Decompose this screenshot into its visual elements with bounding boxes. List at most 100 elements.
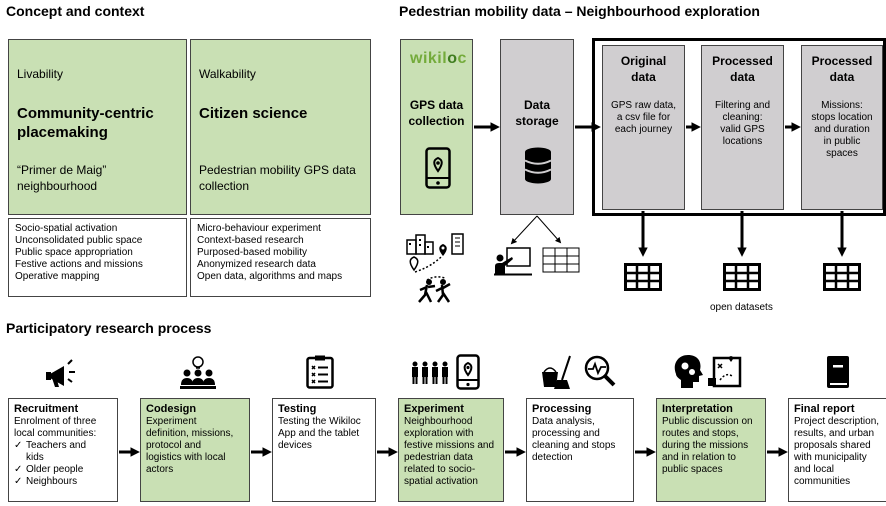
step-experiment: Experiment Neighbourhood exploration wit… [398,398,504,502]
step-line: logistics with local [146,452,226,463]
list-item: Unconsolidated public space [15,235,143,246]
list-item: Anonymized research data [197,259,316,270]
bullet-text: Teachers and [26,440,87,451]
walkability-desc-line2: collection [199,179,250,193]
livability-list: Socio-spatial activation Unconsolidated … [8,218,187,297]
step-line: and local [794,464,835,475]
step-line: detection [532,452,573,463]
gps-collection-box: wikiloc GPS data collection [400,39,473,215]
desc-line: locations [722,136,763,147]
checklist-icon [306,355,334,389]
step-line: App and the tablet [278,428,360,439]
bullet-text: Older people [26,464,84,475]
desc-line: GPS raw data, [610,100,677,111]
process-heading: Participatory research process [6,320,212,336]
processed-data-box-1: Processed data Filtering and cleaning: v… [701,45,784,210]
step-bullet-item: ✓Teachers and [14,440,112,452]
step-codesign: Codesign Experiment definition, missions… [140,398,250,502]
smartphone-gps-icon [425,147,451,189]
step-line: devices [278,440,312,451]
step-processing: Processing Data analysis, processing and… [526,398,634,502]
step-line: processing and [532,428,600,439]
step-line: exploration with [404,428,474,439]
bullet-text: Neighbours [26,476,78,487]
desc-line: stops location [811,112,873,123]
concept-heading: Concept and context [6,3,145,19]
step-line: protocol and [146,440,202,451]
step-title: Recruitment [14,403,79,415]
livability-box: Livability Community-centric placemaking… [8,39,187,215]
step-line: with municipality [794,452,867,463]
storage-label-line2: storage [515,114,559,128]
list-item: Festive actions and missions [15,259,143,270]
step-bullet-item: ✓Older people [14,464,112,476]
wikiloc-logo-o: o [447,50,458,67]
step-line: and in relation to [662,452,736,463]
livability-place-line1: “Primer de Maig” [17,163,107,177]
step-line: public spaces [662,464,723,475]
list-item: Micro-behaviour experiment [197,223,321,234]
step-line: definition, missions, [146,428,234,439]
codesign-team-icon [180,356,216,389]
step-title: Codesign [146,403,197,415]
desc-line: spaces [826,148,858,159]
data-storage-box: Data storage [500,39,574,215]
mobility-heading: Pedestrian mobility data – Neighbourhood… [399,3,760,19]
storage-label-line1: Data [523,98,550,112]
desc-line: cleaning: [722,112,763,123]
processed1-title-1: Processed [712,54,773,68]
spreadsheet-icon [542,247,580,273]
processed2-title-1: Processed [811,54,873,68]
original-desc: GPS raw data, a csv file for each journe… [603,100,684,136]
step-bullet-continuation: kids [26,452,44,463]
desc-line: a csv file for [616,112,671,123]
desc-line: Missions: [821,100,863,111]
step-line: local communities: [14,428,97,439]
step-title: Interpretation [662,403,733,415]
gps-label-line1: GPS data [409,98,464,112]
desc-line: Filtering and [714,100,771,111]
cleaning-search-icon [542,355,616,389]
step-line: Enrolment of three [14,416,97,427]
step-line: during the missions [662,440,749,451]
processed1-title-2: data [730,70,755,84]
step-final-report: Final report Project description, result… [788,398,886,502]
list-item: Open data, algorithms and maps [197,271,343,282]
step-line: spatial activation [404,476,478,487]
wikiloc-logo-suffix: c [457,50,467,67]
list-item: Context-based research [197,235,304,246]
table-icon [624,263,662,291]
people-group-icon [412,361,448,384]
step-bullet-item: ✓Neighbours [14,476,112,488]
step-line: Public discussion on [662,416,753,427]
open-datasets-label: open datasets [710,302,773,313]
wikiloc-logo-prefix: wikil [410,50,448,67]
step-line: pedestrian data [404,452,473,463]
list-item: Purposed-based mobility [197,247,308,258]
step-interpretation: Interpretation Public discussion on rout… [656,398,766,502]
smartphone-gps-icon [456,354,480,390]
step-testing: Testing Testing the Wikiloc App and the … [272,398,376,502]
desc-line: in public [823,136,861,147]
step-line: Experiment [146,416,197,427]
desc-line: valid GPS [720,124,765,135]
step-title: Experiment [404,403,464,415]
original-data-box: Original data GPS raw data, a csv file f… [602,45,685,210]
walkability-desc-line1: Pedestrian mobility GPS data [199,163,356,177]
step-title: Final report [794,403,855,415]
city-route-illustration [406,233,464,303]
step-line: actors [146,464,174,475]
step-title: Processing [532,403,592,415]
processed2-title-2: data [829,70,855,84]
step-line: Neighbourhood [404,416,473,427]
table-icon [723,263,761,291]
step-line: routes and stops, [662,428,739,439]
livability-title-line2: placemaking [17,124,108,141]
original-title-2: data [631,70,656,84]
megaphone-icon [46,359,75,387]
step-line: related to socio- [404,464,476,475]
walkability-label: Walkability [199,67,256,81]
gps-label-line2: collection [408,114,465,128]
